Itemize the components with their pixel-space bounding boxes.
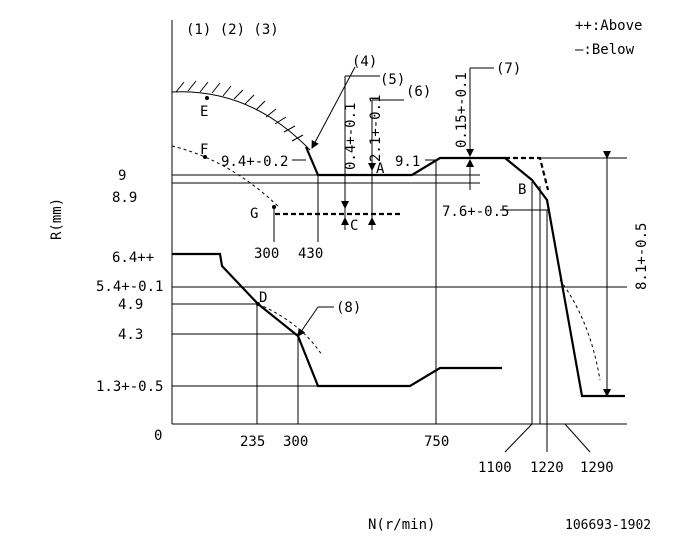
refs-label: (1) (2) (3) bbox=[186, 22, 279, 38]
ytick-4-3: 4.3 bbox=[118, 327, 143, 343]
point-e: E bbox=[200, 104, 208, 120]
x-axis-label: N(r/min) bbox=[368, 517, 435, 533]
val-7-6: 7.6+-0.5 bbox=[442, 204, 509, 220]
legend-below: —:Below bbox=[575, 42, 635, 58]
callout-7: (7) bbox=[496, 61, 521, 77]
val-0-15: 0.15+-0.1 bbox=[454, 72, 470, 148]
ytick-4-9: 4.9 bbox=[118, 297, 143, 313]
point-d: D bbox=[259, 290, 267, 306]
val-9-4: 9.4+-0.2 bbox=[221, 154, 288, 170]
legend-above: ++:Above bbox=[575, 18, 642, 34]
ytick-9: 9 bbox=[118, 168, 126, 184]
y-axis-label: R(mm) bbox=[49, 198, 65, 240]
housing-hatch bbox=[175, 80, 304, 142]
xtick-1290: 1290 bbox=[580, 460, 614, 476]
upper-curve bbox=[304, 146, 625, 398]
callout-8: (8) bbox=[336, 300, 361, 316]
origin-label: 0 bbox=[154, 428, 162, 444]
callout-5: (5) bbox=[380, 72, 405, 88]
val-9-1: 9.1 bbox=[395, 154, 420, 170]
callout-6: (6) bbox=[406, 84, 431, 100]
xtick-300: 300 bbox=[283, 434, 308, 450]
val-2-1: 2.1+-0.1 bbox=[368, 95, 384, 162]
upper-tick-430: 430 bbox=[298, 246, 323, 262]
point-g: G bbox=[250, 206, 258, 222]
xtick-1100: 1100 bbox=[478, 460, 512, 476]
lower-curve bbox=[172, 252, 502, 388]
ytick-5-4: 5.4+-0.1 bbox=[96, 279, 163, 295]
xtick-1220: 1220 bbox=[530, 460, 564, 476]
dim-8-1: 8.1+-0.5 bbox=[634, 223, 650, 290]
ytick-6-4: 6.4++ bbox=[112, 250, 154, 266]
drawing-code: 106693-1902 bbox=[565, 518, 651, 533]
ytick-8-9: 8.9 bbox=[112, 190, 137, 206]
point-b: B bbox=[518, 182, 526, 198]
point-a: A bbox=[376, 161, 385, 177]
point-f: F bbox=[200, 142, 208, 158]
xtick-750: 750 bbox=[424, 434, 449, 450]
xtick-235: 235 bbox=[240, 434, 265, 450]
val-0-4: 0.4+-0.1 bbox=[343, 103, 359, 170]
ytick-1-3: 1.3+-0.5 bbox=[96, 379, 163, 395]
point-c: C bbox=[350, 218, 358, 234]
housing-arc bbox=[171, 91, 311, 151]
callout-4: (4) bbox=[352, 54, 377, 70]
upper-tick-300: 300 bbox=[254, 246, 279, 262]
